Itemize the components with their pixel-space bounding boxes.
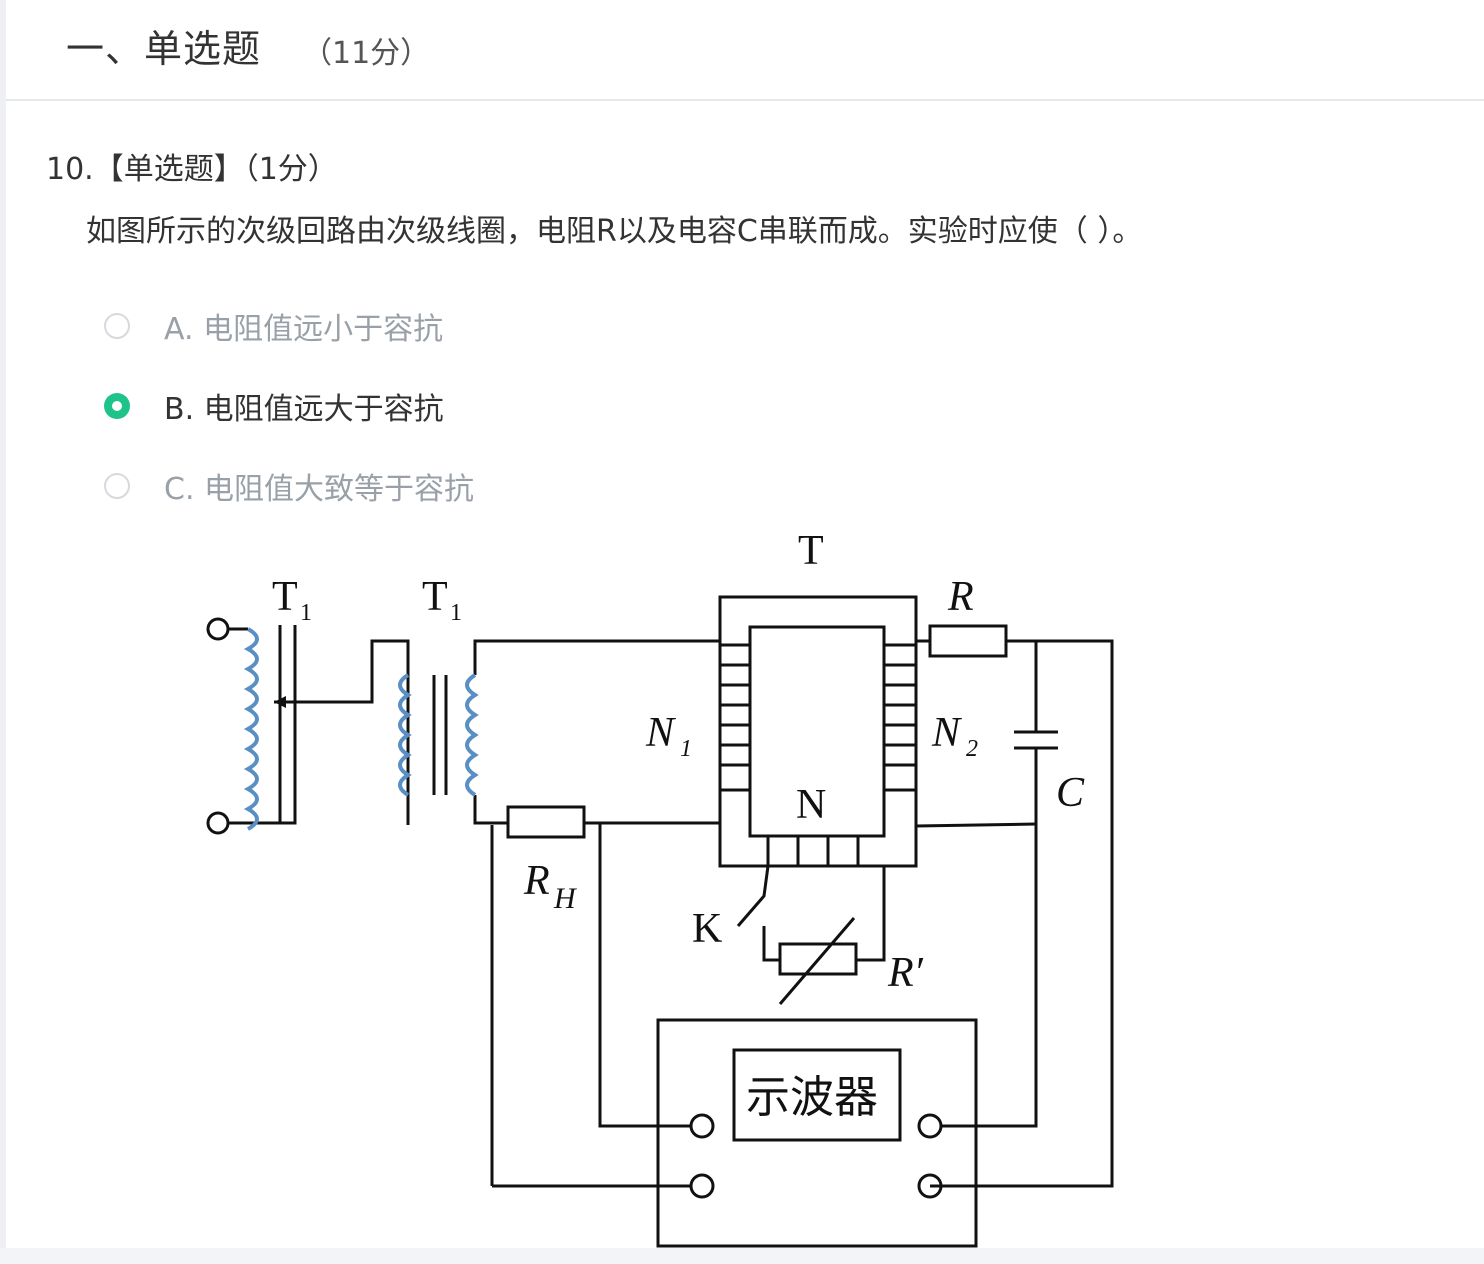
scope-terminal-1 bbox=[689, 1113, 715, 1139]
label-t1-a: T bbox=[272, 574, 298, 620]
n-winding bbox=[766, 836, 860, 866]
label-r: R bbox=[947, 574, 974, 620]
label-n: N bbox=[796, 782, 826, 828]
option-a-label: A. 电阻值远小于容抗 bbox=[164, 312, 444, 347]
label-rprime: R′ bbox=[887, 950, 924, 996]
option-b-radio-checked-icon[interactable] bbox=[104, 393, 130, 419]
section-title: 一、单选题 bbox=[66, 27, 262, 71]
oscilloscope-box bbox=[656, 1018, 978, 1248]
oscilloscope-screen bbox=[732, 1048, 902, 1142]
rh-resistor bbox=[506, 805, 586, 839]
r-resistor bbox=[928, 624, 1008, 658]
option-c[interactable]: C. 电阻值大致等于容抗 bbox=[104, 464, 474, 508]
label-n1-sub: 1 bbox=[680, 736, 692, 762]
label-rh-sub: H bbox=[553, 882, 578, 915]
option-c-radio-icon[interactable] bbox=[104, 473, 130, 499]
label-n2-sub: 2 bbox=[966, 736, 978, 762]
option-c-label: C. 电阻值大致等于容抗 bbox=[164, 472, 475, 507]
n1-winding bbox=[720, 643, 750, 792]
option-a[interactable]: A. 电阻值远小于容抗 bbox=[104, 304, 443, 348]
left-panel-edge bbox=[0, 0, 6, 1264]
label-t: T bbox=[798, 528, 824, 574]
n2-winding bbox=[884, 643, 916, 792]
core-inner bbox=[748, 625, 886, 838]
label-t1-b-sub: 1 bbox=[450, 600, 462, 626]
label-n2: N bbox=[931, 710, 962, 756]
question-stem: 如图所示的次级回路由次级线圈，电阻R以及电容C串联而成。实验时应使（ ）。 bbox=[86, 214, 1143, 249]
core-outer bbox=[718, 595, 918, 868]
question-header: 10.【单选题】（1分） bbox=[46, 152, 338, 187]
coils bbox=[243, 627, 479, 831]
scope-terminal-2 bbox=[689, 1173, 715, 1199]
section-header: 一、单选题 （11分） bbox=[6, 0, 1484, 101]
section-score: （11分） bbox=[302, 36, 431, 71]
option-a-radio-icon[interactable] bbox=[104, 313, 130, 339]
label-rh: R bbox=[523, 858, 550, 904]
label-c: C bbox=[1056, 770, 1085, 816]
label-t1-a-sub: 1 bbox=[300, 600, 312, 626]
label-oscilloscope: 示波器 bbox=[746, 1072, 878, 1123]
input-terminal-top bbox=[206, 617, 230, 641]
label-n1: N bbox=[645, 710, 676, 756]
label-t1-b: T bbox=[422, 574, 448, 620]
option-b-label: B. 电阻值远大于容抗 bbox=[164, 392, 444, 427]
input-terminal-bottom bbox=[206, 811, 230, 835]
scope-terminal-3 bbox=[917, 1113, 943, 1139]
circuit-diagram: T T 1 T 1 N 1 N 2 N R C R H K R′ 示波器 bbox=[206, 528, 1114, 1248]
bottom-bar bbox=[0, 1248, 1484, 1264]
scope-terminal-4 bbox=[917, 1173, 943, 1199]
label-k: K bbox=[692, 906, 722, 952]
option-b[interactable]: B. 电阻值远大于容抗 bbox=[104, 384, 444, 428]
